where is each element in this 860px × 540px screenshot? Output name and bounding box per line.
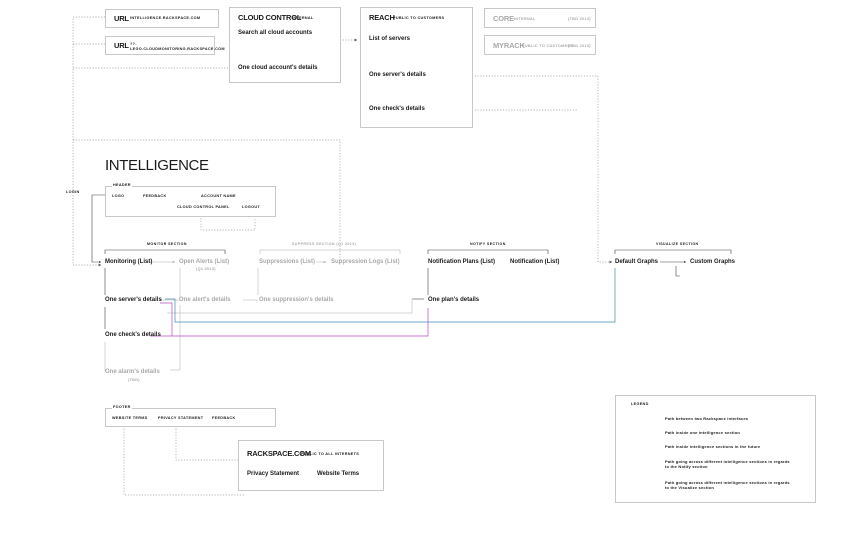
legend-item-3: Path inside intelligence sections in the… [665,444,761,449]
monitor-section-label: MONITOR SECTION [147,242,187,246]
rackspace-website-terms[interactable]: Website Terms [317,471,360,477]
reach-one-check-details[interactable]: One check's details [369,106,425,112]
reach-tag: PUBLIC TO CUSTOMERS [393,16,445,20]
reach-list-of-servers[interactable]: List of servers [369,36,411,42]
myrack-tag: PUBLIC TO CUSTOMERS [522,44,574,48]
notification-plans-list[interactable]: Notification Plans (List) [428,259,496,265]
one-alert-details[interactable]: One alert's details [179,297,231,303]
myrack-title: MYRACK [493,41,525,50]
reach-box [360,7,473,128]
header-label: HEADER [112,183,132,188]
visualize-section-label: VISUALIZE SECTION [656,242,699,246]
header-account-name[interactable]: ACCOUNT NAME [201,194,236,198]
url-label-2: URL [114,41,129,50]
custom-graphs[interactable]: Custom Graphs [690,259,736,265]
myrack-tbd: (TBD 2013) [568,44,591,48]
rackspace-tag: PUBLIC TO ALL INTERNETS [301,452,360,456]
url-value-1: INTELLIGENCE.RACKSPACE.COM [130,16,201,20]
core-tbd: (TBD 2013) [568,17,591,21]
header-logout[interactable]: LOGOUT [242,205,261,209]
suppression-logs-list[interactable]: Suppression Logs (List) [331,259,400,265]
reach-one-server-details[interactable]: One server's details [369,72,426,78]
rackspace-privacy-statement[interactable]: Privacy Statement [247,471,300,477]
header-feedback[interactable]: FEEDBACK [143,194,167,198]
header-logo[interactable]: LOGO [112,194,125,198]
notify-section-label: NOTIFY SECTION [470,242,506,246]
reach-title: REACH [369,13,395,22]
core-tag: INTERNAL [514,17,536,21]
one-suppression-details[interactable]: One suppression's details [259,297,334,303]
one-alarm-details[interactable]: One alarm's details [105,369,160,375]
cloud-control-title: CLOUD CONTROL [238,13,302,22]
rackspace-box [238,440,384,491]
header-box [105,186,276,217]
suppressions-list[interactable]: Suppressions (List) [259,259,316,265]
legend-item-1: Path between two Rackspace interfaces [665,416,749,421]
search-all-cloud-accounts[interactable]: Search all cloud accounts [238,30,313,36]
legend-item-4: Path going across different intelligence… [665,459,790,469]
rackspace-title: RACKSPACE.COM [247,449,311,458]
legend-item-5: Path going across different intelligence… [665,480,790,490]
footer-website-terms[interactable]: WEBSITE TERMS [112,416,148,420]
header-cloud-control-panel[interactable]: CLOUD CONTROL PANEL [177,205,230,209]
intelligence-title: INTELLIGENCE [105,157,209,174]
footer-privacy-statement[interactable]: PRIVACY STATEMENT [158,416,204,420]
footer-feedback[interactable]: FEEDBACK [212,416,236,420]
one-alarm-tbd: (TBD) [128,378,140,382]
one-plan-details[interactable]: One plan's details [428,297,480,303]
myrack-box [484,35,596,55]
suppress-section-label: SUPPRESS SECTION (Q1 2013) [292,242,357,246]
url-label-1: URL [114,14,129,23]
notification-list[interactable]: Notification (List) [510,259,560,265]
monitor-one-check-details[interactable]: One check's details [105,332,161,338]
core-box [484,8,596,28]
cloud-control-box [229,7,341,83]
legend-box [615,395,816,503]
one-cloud-account-details[interactable]: One cloud account's details [238,65,318,71]
footer-label: FOOTER [112,405,132,410]
footer-box [105,408,276,427]
url-box-2 [105,36,215,55]
cloud-control-tag: INTERNAL [292,16,314,20]
monitoring-list[interactable]: Monitoring (List) [105,259,153,265]
legend-item-2: Path inside one intelligence section [665,430,740,435]
url-box-1 [105,9,219,28]
default-graphs[interactable]: Default Graphs [615,259,659,265]
legend-title: LEGEND [631,402,649,406]
core-title: CORE [493,14,514,23]
monitor-one-server-details[interactable]: One server's details [105,297,162,303]
login-label[interactable]: LOGIN [66,190,80,194]
url-value-2: ??-LEGO.CLOUDMONITORING.RACKSPACE.COM [130,42,225,51]
open-alerts-date: (Q1 2013) [196,267,216,271]
open-alerts-list[interactable]: Open Alerts (List) [179,259,230,265]
